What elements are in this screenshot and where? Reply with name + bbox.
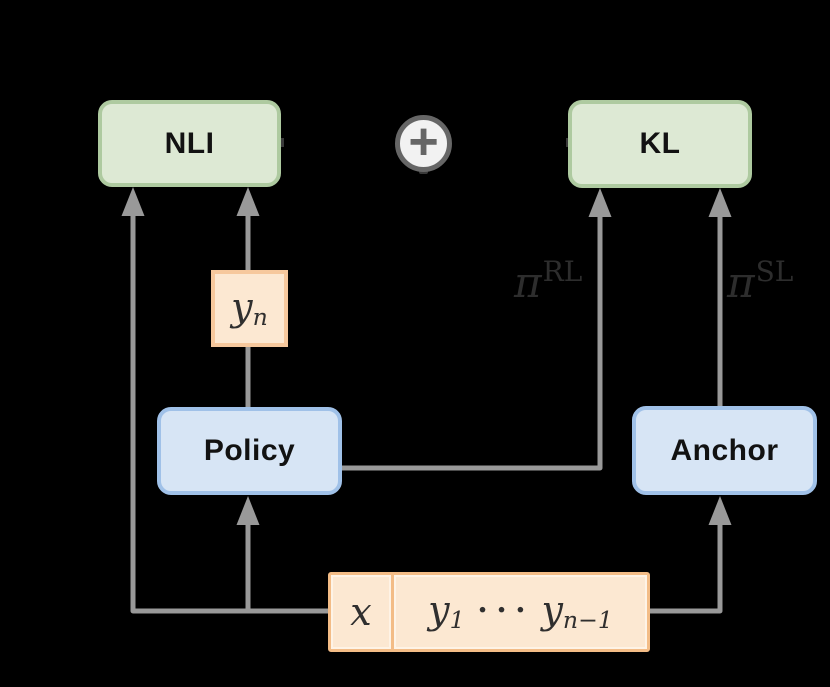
y-first-base: y <box>428 588 450 633</box>
pi-sl-superscript: SL <box>755 255 794 288</box>
nli-node: NLI <box>98 100 281 187</box>
sequence-y-cell: y1⋅⋅⋅yn−1 <box>394 575 647 649</box>
sequence-x-cell: x <box>331 575 391 649</box>
pi-rl-superscript: RL <box>542 255 583 288</box>
pi-rl-base: π <box>514 258 542 307</box>
input-sequence-box: x y1⋅⋅⋅yn−1 <box>328 572 650 652</box>
plus-symbol: + <box>408 112 439 171</box>
nli-label: NLI <box>164 126 215 160</box>
pi-sl-edge-label: πSL <box>727 258 793 304</box>
pi-rl-edge-label: πRL <box>514 258 582 304</box>
policy-label: Policy <box>203 434 296 467</box>
arrowhead-nli-right <box>236 187 260 216</box>
ellipsis-dots: ⋅⋅⋅ <box>476 593 534 629</box>
policy-node: Policy <box>157 407 342 495</box>
y-first-subscript: 1 <box>449 606 465 635</box>
kl-label: KL <box>639 127 681 160</box>
arrowhead-kl-left <box>588 188 612 217</box>
arrowhead-policy-bottom <box>236 496 260 525</box>
arrowhead-anchor-bottom <box>708 496 732 525</box>
yn-subscript: n <box>252 302 268 331</box>
yn-base: y <box>231 284 253 329</box>
arrowhead-nli-left <box>121 187 145 216</box>
anchor-label: Anchor <box>670 433 779 467</box>
edge-policy-to-kl <box>342 216 603 471</box>
arrowhead-kl-right <box>708 188 732 217</box>
x-math-label: x <box>350 590 372 634</box>
plus-combine-icon: + <box>395 115 452 172</box>
y-last-subscript: n−1 <box>562 606 613 635</box>
edge-input-to-anchor <box>650 523 723 614</box>
pi-sl-base: π <box>727 258 755 307</box>
yn-math-label: yn <box>231 288 268 330</box>
hidden-connector-stub-nli <box>279 138 284 147</box>
y-last-base: y <box>541 588 563 633</box>
kl-node: KL <box>568 100 752 188</box>
y-sequence-math-label: y1⋅⋅⋅yn−1 <box>428 591 613 633</box>
anchor-node: Anchor <box>632 406 817 495</box>
yn-token-box: yn <box>211 270 288 347</box>
